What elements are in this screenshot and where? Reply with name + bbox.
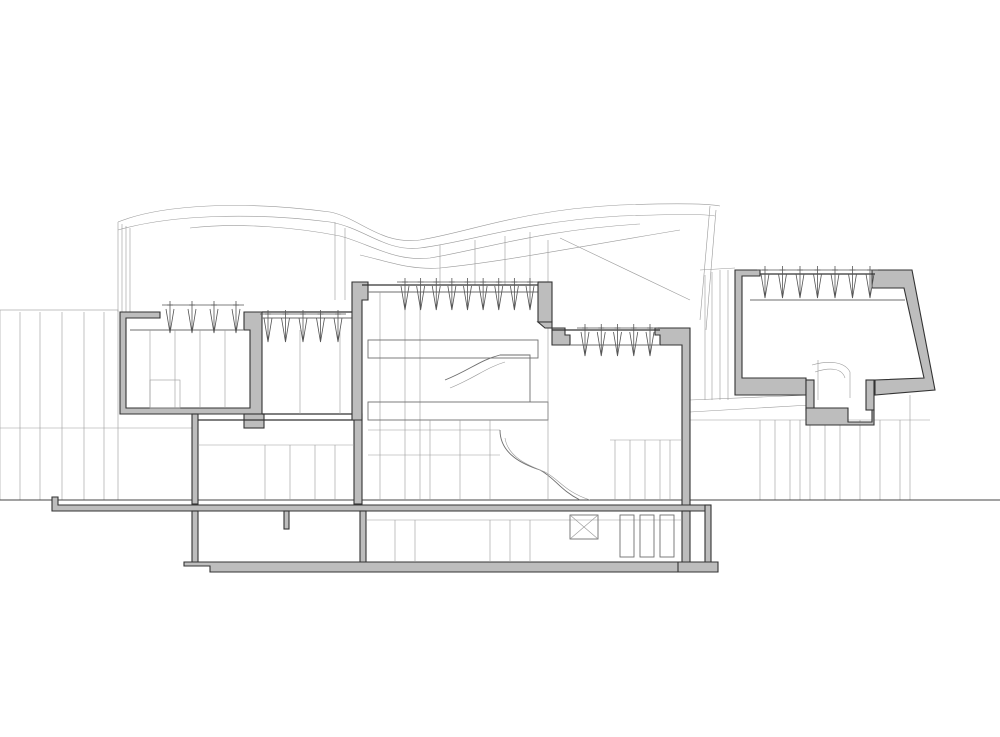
skylight-truss xyxy=(778,266,787,299)
lower-left-hall xyxy=(191,413,363,505)
left-background-building xyxy=(0,309,195,501)
curved-roof-ribbon xyxy=(117,203,721,331)
skylight-truss xyxy=(263,310,273,343)
skylight-truss xyxy=(333,310,343,343)
skylight-truss xyxy=(795,266,805,299)
skylight-truss xyxy=(187,301,197,334)
central-atrium xyxy=(351,281,591,501)
skylight-truss xyxy=(209,301,219,334)
skylight-truss xyxy=(231,301,241,334)
right-background-elevation xyxy=(689,267,930,500)
skylight-truss xyxy=(580,324,590,357)
skylight-truss xyxy=(613,324,622,357)
skylight-truss xyxy=(316,310,325,343)
skylight-truss xyxy=(298,310,308,343)
skylight-truss xyxy=(165,301,175,334)
basement-level xyxy=(51,496,719,573)
skylight-truss xyxy=(596,324,606,357)
skylight-truss xyxy=(830,266,840,299)
skylight-truss xyxy=(525,278,535,311)
skylight-truss xyxy=(494,278,504,311)
skylight-truss xyxy=(416,278,426,311)
skylight-truss xyxy=(400,278,410,311)
middle-gallery-block xyxy=(536,321,691,506)
left-bridge-block xyxy=(262,311,362,415)
skylight-truss xyxy=(629,324,639,357)
skylight-truss xyxy=(645,324,655,357)
skylight-truss xyxy=(848,266,857,299)
skylight-truss xyxy=(865,266,875,299)
skylight-truss xyxy=(281,310,290,343)
skylight-truss xyxy=(813,266,822,299)
skylight-truss xyxy=(478,278,488,311)
skylight-truss xyxy=(509,278,519,311)
right-gallery-block xyxy=(734,269,936,426)
skylight-truss xyxy=(463,278,472,311)
skylight-trusses xyxy=(162,266,878,357)
skylight-truss xyxy=(431,278,441,311)
skylight-truss xyxy=(760,266,770,299)
skylight-truss xyxy=(447,278,457,311)
